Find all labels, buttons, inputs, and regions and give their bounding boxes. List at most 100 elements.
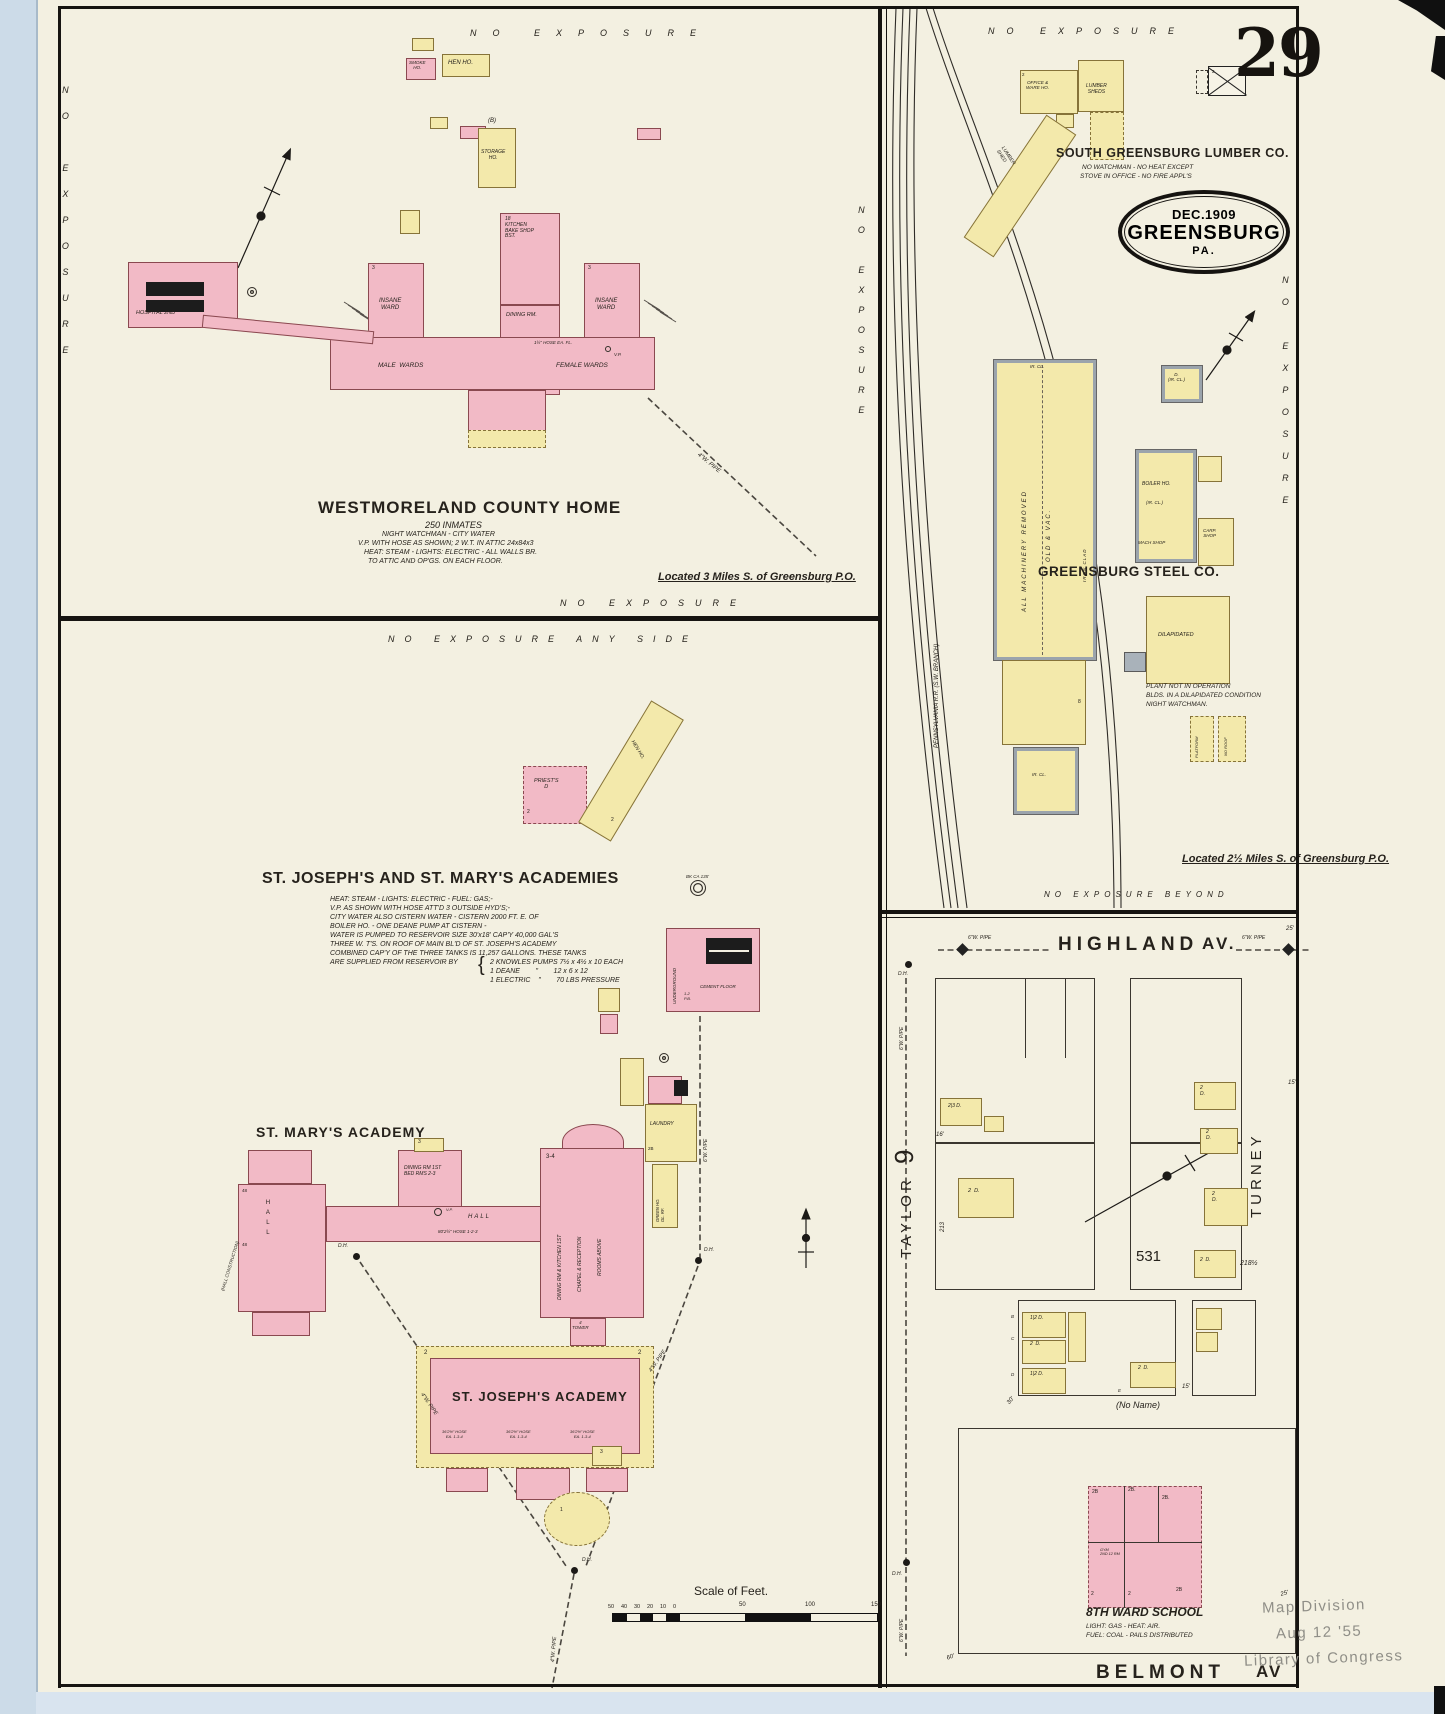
lbl-3-hat: 3 [418,1139,421,1145]
dwelling-14 [1196,1332,1218,1352]
lbl-hall-h: HALL [468,1214,492,1220]
scale-bar-segment [666,1614,679,1621]
lumberco-title: SOUTH GREENSBURG LUMBER CO. [1056,146,1289,160]
bldg-storage-ho [478,128,516,188]
scale-tick: 30 [634,1604,641,1610]
home-note-4: TO ATTIC AND OP'GS. ON EACH FLOOR. [368,558,503,565]
dw-lbl-12: 2 D. [1200,1257,1211,1263]
edge-bottom-left-panel: NO EXPOSURE [560,598,748,608]
stjoseph-title: ST. JOSEPH'S ACADEMY [452,1389,628,1404]
paper-tear-bottom-right [1434,1686,1445,1714]
stmary-title: ST. MARY'S ACADEMY [256,1124,426,1140]
lbl-tower: 4 TOWER [572,1320,589,1331]
lbl-priests-2: 2 [527,809,530,815]
lbl-stj-2b: 2 [638,1350,642,1356]
steel-note-1: PLANT NOT IN OPERATION [1146,683,1231,690]
bldg-school [1088,1486,1202,1608]
edge-left-vertical: NO EXPOSURE [60,85,71,371]
bldg-small-yellow-2 [430,117,448,129]
bldg-steel-sm-gray [1124,652,1146,672]
vp-home-circle [605,346,611,352]
scale-tick: 10 [660,1604,667,1610]
acad-note-8: ARE SUPPLIED FROM RESERVOIR BY [330,959,458,966]
lbl-priests: PRIEST'S D [534,778,559,791]
acad-brace: { [478,954,485,976]
dh-dot-highland [904,960,912,968]
school-title: 8TH WARD SCHOOL [1086,1605,1204,1619]
block-s1 [1018,1300,1176,1396]
tank-bkca-small [659,1053,669,1063]
lbl-stj-3: 3 [600,1449,603,1455]
sch-2b-1: 2B [1092,1489,1099,1495]
dwelling-12 [1194,1250,1236,1278]
scan-edge-bottom [36,1692,1445,1714]
school-note-1: LIGHT: GAS - HEAT: AIR. [1086,1623,1161,1630]
scale-tick: 20 [647,1604,654,1610]
dwelling-3 [958,1178,1014,1218]
border-bottom [58,1684,1298,1687]
dwelling-7 [1022,1368,1066,1394]
divider-vertical-thin [886,6,887,1688]
bldg-small-pink-2 [637,128,661,140]
bldg-small-yellow-1 [412,38,434,51]
lbl-hen-ho: HEN HO. [448,60,474,66]
divider-home-academy [58,616,882,621]
scale-tick: 0 [673,1604,677,1610]
edge-any-side: NO EXPOSURE ANY SIDE [388,634,699,644]
reservoir-tank-line [709,950,749,952]
lbl-pipe-d: 6"W. PIPE [703,1138,709,1162]
dw-lbl-7: 1|2 D. [1030,1371,1044,1377]
edge-right-vertical: NO EXPOSURE [1280,275,1291,517]
bldg-small-yellow-3 [400,210,420,234]
scale-tick: 150 [871,1602,882,1608]
lbl-531: 531 [1136,1248,1162,1265]
bldg-stmary-hall [238,1184,326,1312]
street-highland-av: AV. [1202,934,1237,953]
school-vline-3 [1124,1542,1125,1608]
dh-dot-south [902,1558,910,1566]
sch-2-1: 2 [1091,1591,1094,1597]
scale-bar [612,1613,878,1622]
lbl-steel-oldvac: OLD & VAC. [1046,508,1052,562]
bldg-lower-yellow [468,430,546,448]
lbl-carp-shop: CARP. SHOP [1203,528,1217,539]
lbl-dining-bed: DINING RM 1ST BED RMS 2-3 [404,1165,442,1177]
bldg-carp-shop [1198,518,1234,566]
lbl-dh-1: D.H. [338,1243,348,1249]
lbl-steel-machinery: ALL MACHINERY REMOVED [1022,490,1028,612]
lbl-resv: 1-2 P.B. [684,991,692,1001]
bldg-kitchen-wing [500,213,560,305]
scale-title: Scale of Feet. [694,1584,769,1598]
acad-note-7: COMBINED CAP'Y OF THE THREE TANKS IS 11,… [330,950,587,957]
home-inmates: 250 INMATES [425,520,482,530]
block-ne [1130,978,1242,1143]
dw-lbl-3: 2 D. [968,1188,980,1194]
lbl-pipe-v2: 6"W. PIPE [899,1618,905,1642]
home-title: WESTMORELAND COUNTY HOME [318,498,622,517]
lbl-pipe-home: 4"W. PIPE [696,452,722,475]
lbl-green-ho: GREEN HO. GL. RF. [655,1198,665,1223]
bldg-sm-pink [600,1014,618,1034]
lbl-hose-ea-fl: 1½" HOSE EA. FL. [534,340,573,345]
lbl-48a: 48 [242,1188,248,1193]
lbl-mach-shop: MACH SHOP [1138,540,1166,545]
lbl-block-9: 9 [889,1149,919,1164]
block-s2 [1192,1300,1256,1396]
dwelling-5 [1022,1340,1066,1364]
lbl-d-ircl: D. (IR. CL.) [1168,372,1186,383]
lbl-pipe-v1: 6"W. PIPE [899,1026,905,1050]
dwelling-9 [1194,1082,1236,1110]
dim-30: 30' [1006,1396,1016,1406]
bldg-stmary-hall-tab [252,1312,310,1336]
bldg-chapel-main [540,1148,644,1318]
school-vline-1 [1124,1486,1125,1542]
street-taylor: TAYLOR [898,1176,915,1258]
lotline-1 [1025,978,1026,1058]
steel-note-3: NIGHT WATCHMAN. [1146,701,1208,708]
paper-tear-top-right-2 [1431,36,1445,80]
lbl-3-right-ward: 3 [588,265,591,271]
bldg-d-ircl [1162,366,1202,402]
lbl-insane-ward-r: INSANE WARD [595,298,618,311]
bldg-crossbox [1208,66,1246,96]
